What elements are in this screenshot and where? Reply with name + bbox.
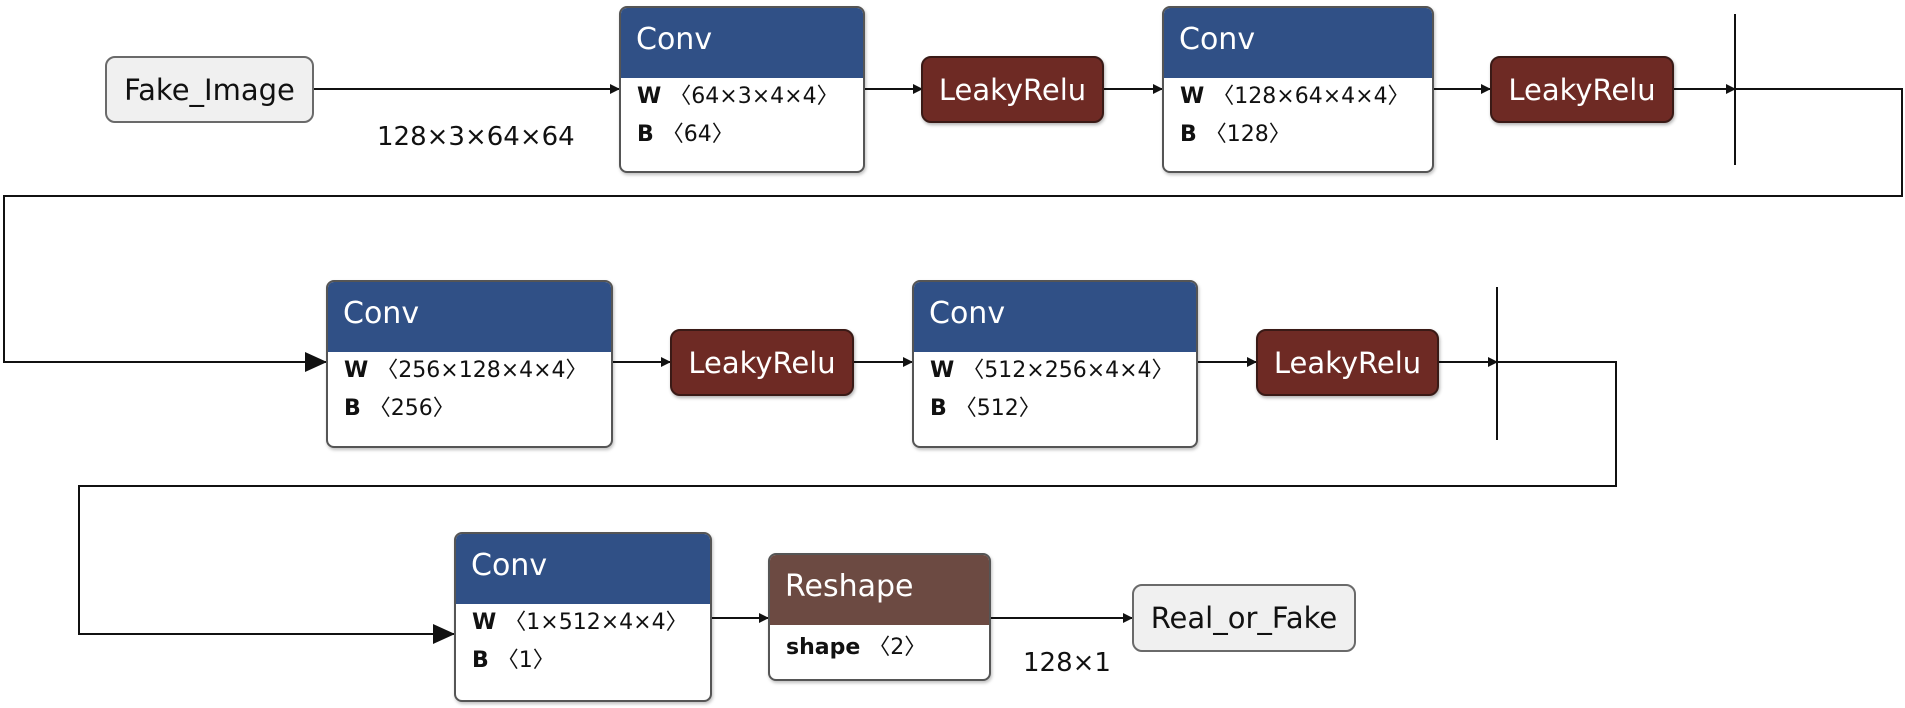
- input-node[interactable]: Fake_Image: [105, 56, 314, 123]
- conv-bias-attr: B〈512〉: [930, 396, 1041, 421]
- conv-node-title: Conv: [456, 534, 710, 604]
- input-shape-label: 128×3×64×64: [377, 122, 575, 152]
- conv-weight-attr: W〈1×512×4×4〉: [472, 610, 688, 635]
- leakyrelu-label: LeakyRelu: [938, 72, 1087, 107]
- input-node-label: Fake_Image: [124, 72, 295, 107]
- conv-weight-attr: W〈128×64×4×4〉: [1180, 84, 1410, 109]
- leakyrelu-node-4[interactable]: LeakyRelu: [1256, 329, 1439, 396]
- conv-node-5[interactable]: Conv W〈1×512×4×4〉 B〈1〉: [454, 532, 712, 702]
- conv-bias-attr: B〈256〉: [344, 396, 455, 421]
- leakyrelu-node-1[interactable]: LeakyRelu: [921, 56, 1104, 123]
- conv-node-title: Conv: [328, 282, 611, 352]
- reshape-node[interactable]: Reshape shape〈2〉: [768, 553, 991, 681]
- wrap-row2-row3: [78, 361, 1617, 644]
- leakyrelu-label: LeakyRelu: [688, 345, 836, 380]
- conv-bias-attr: B〈128〉: [1180, 122, 1291, 147]
- leakyrelu-label: LeakyRelu: [1273, 345, 1422, 380]
- conv-node-2[interactable]: Conv W〈128×64×4×4〉 B〈128〉: [1162, 6, 1434, 173]
- output-shape-label: 128×1: [1023, 648, 1111, 678]
- conv-node-title: Conv: [1164, 8, 1432, 78]
- conv-node-1[interactable]: Conv W〈64×3×4×4〉 B〈64〉: [619, 6, 865, 173]
- conv-bias-attr: B〈1〉: [472, 648, 555, 673]
- conv-weight-attr: W〈64×3×4×4〉: [637, 84, 839, 109]
- leakyrelu-node-3[interactable]: LeakyRelu: [670, 329, 854, 396]
- output-node[interactable]: Real_or_Fake: [1132, 584, 1356, 652]
- conv-node-title: Conv: [621, 8, 863, 78]
- conv-node-title: Conv: [914, 282, 1196, 352]
- conv-node-4[interactable]: Conv W〈512×256×4×4〉 B〈512〉: [912, 280, 1198, 448]
- reshape-shape-attr: shape〈2〉: [786, 635, 927, 660]
- output-node-label: Real_or_Fake: [1150, 601, 1338, 635]
- leakyrelu-label: LeakyRelu: [1508, 72, 1656, 107]
- reshape-node-title: Reshape: [770, 555, 989, 625]
- wrap-row1-row2: [3, 88, 1903, 372]
- conv-node-3[interactable]: Conv W〈256×128×4×4〉 B〈256〉: [326, 280, 613, 448]
- leakyrelu-node-2[interactable]: LeakyRelu: [1490, 56, 1674, 123]
- conv-weight-attr: W〈256×128×4×4〉: [344, 358, 588, 383]
- conv-weight-attr: W〈512×256×4×4〉: [930, 358, 1174, 383]
- conv-bias-attr: B〈64〉: [637, 122, 734, 147]
